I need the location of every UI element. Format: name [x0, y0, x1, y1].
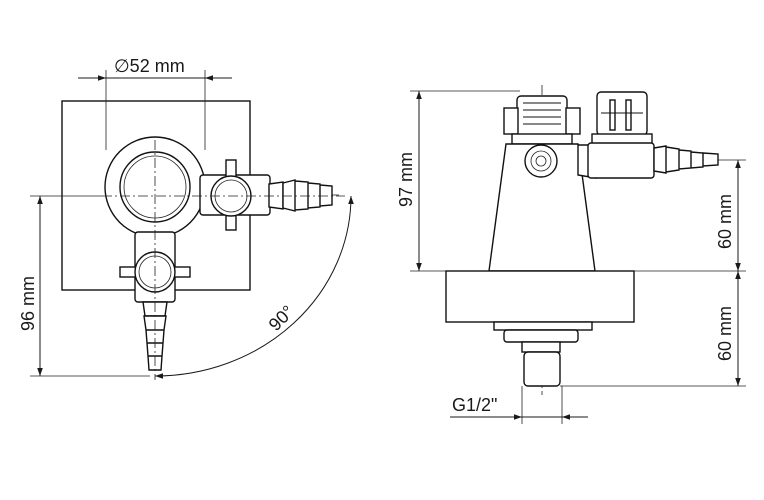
height-label-97: 97 mm — [396, 152, 416, 207]
height-label-96: 96 mm — [18, 276, 38, 331]
lower-height-label: 60 mm — [715, 306, 735, 361]
upper-height-label: 60 mm — [715, 194, 735, 249]
base-flange — [445, 270, 635, 323]
side-view: 97 mm 60 mm 60 mm G1/2" — [396, 85, 746, 424]
valve-head — [503, 95, 581, 145]
height-dimension-97: 97 mm — [396, 90, 520, 272]
side-outlet — [577, 142, 719, 179]
diameter-label: ∅52 mm — [114, 56, 185, 76]
thread-label: G1/2" — [452, 395, 497, 415]
thread-dimension: G1/2" — [450, 386, 588, 424]
bottom-connection — [493, 321, 593, 387]
top-view: ∅52 mm — [18, 56, 354, 380]
height-dimensions-60: 60 mm 60 mm — [560, 159, 746, 387]
angle-label: 90° — [265, 301, 298, 334]
height-dimension-96: 96 mm — [18, 195, 150, 377]
diameter-dimension: ∅52 mm — [78, 56, 232, 150]
